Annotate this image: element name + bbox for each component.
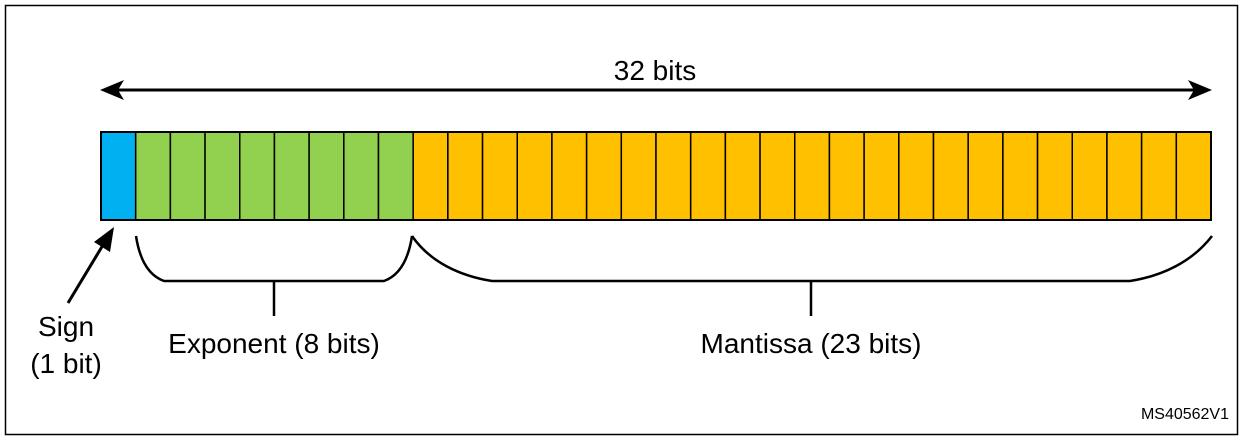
mantissa-bit-cell (481, 131, 518, 221)
width-label: 32 bits (614, 55, 697, 86)
mantissa-bit-cell (724, 131, 761, 221)
bit-register-outline (100, 131, 1212, 221)
bit-cells (100, 131, 1212, 221)
mantissa-bit-cell (967, 131, 1004, 221)
mantissa-bit-cell (412, 131, 449, 221)
mantissa-bit-cell (1175, 131, 1212, 221)
mantissa-bit-cell (1036, 131, 1074, 221)
mantissa-bit-cell (620, 131, 657, 221)
exponent-bit-cell (377, 131, 414, 221)
mantissa-bit-cell (1071, 131, 1108, 221)
sign-label-line1: Sign (38, 311, 94, 342)
exponent-bit-cell (134, 131, 172, 221)
mantissa-bit-cell (585, 131, 623, 221)
exponent-bit-cell (169, 131, 206, 221)
mantissa-bit-cell (1140, 131, 1178, 221)
mantissa-bit-cell (794, 131, 831, 221)
mantissa-bit-cell (932, 131, 969, 221)
mantissa-bit-cell (759, 131, 796, 221)
mantissa-bit-cell (1106, 131, 1143, 221)
sign-bit-cell (100, 131, 137, 221)
mantissa-bit-cell (689, 131, 727, 221)
mantissa-bit-cell (1002, 131, 1039, 221)
sign-pointer-arrow (66, 227, 114, 304)
mantissa-bit-cell (655, 131, 692, 221)
figure-id-label: MS40562V1 (1141, 406, 1229, 423)
mantissa-brace (410, 235, 1213, 316)
sign-label-line2: (1 bit) (30, 348, 102, 379)
exponent-bit-cell (273, 131, 310, 221)
exponent-bit-cell (343, 131, 380, 221)
exponent-bit-cell (204, 131, 241, 221)
figure-frame (4, 4, 1239, 436)
mantissa-label: Mantissa (23 bits) (701, 328, 922, 359)
mantissa-bit-cell (516, 131, 553, 221)
mantissa-bit-cell (447, 131, 484, 221)
exponent-bit-cell (308, 131, 345, 221)
mantissa-bit-cell (828, 131, 865, 221)
arrow-left-head (100, 80, 124, 100)
mantissa-bit-cell (551, 131, 588, 221)
width-arrow (100, 80, 1212, 100)
exponent-bit-cell (239, 131, 276, 221)
mantissa-bit-cell (898, 131, 935, 221)
exponent-label: Exponent (8 bits) (168, 328, 380, 359)
arrow-right-head (1188, 80, 1212, 100)
mantissa-bit-cell (863, 131, 900, 221)
exponent-brace (134, 235, 414, 316)
